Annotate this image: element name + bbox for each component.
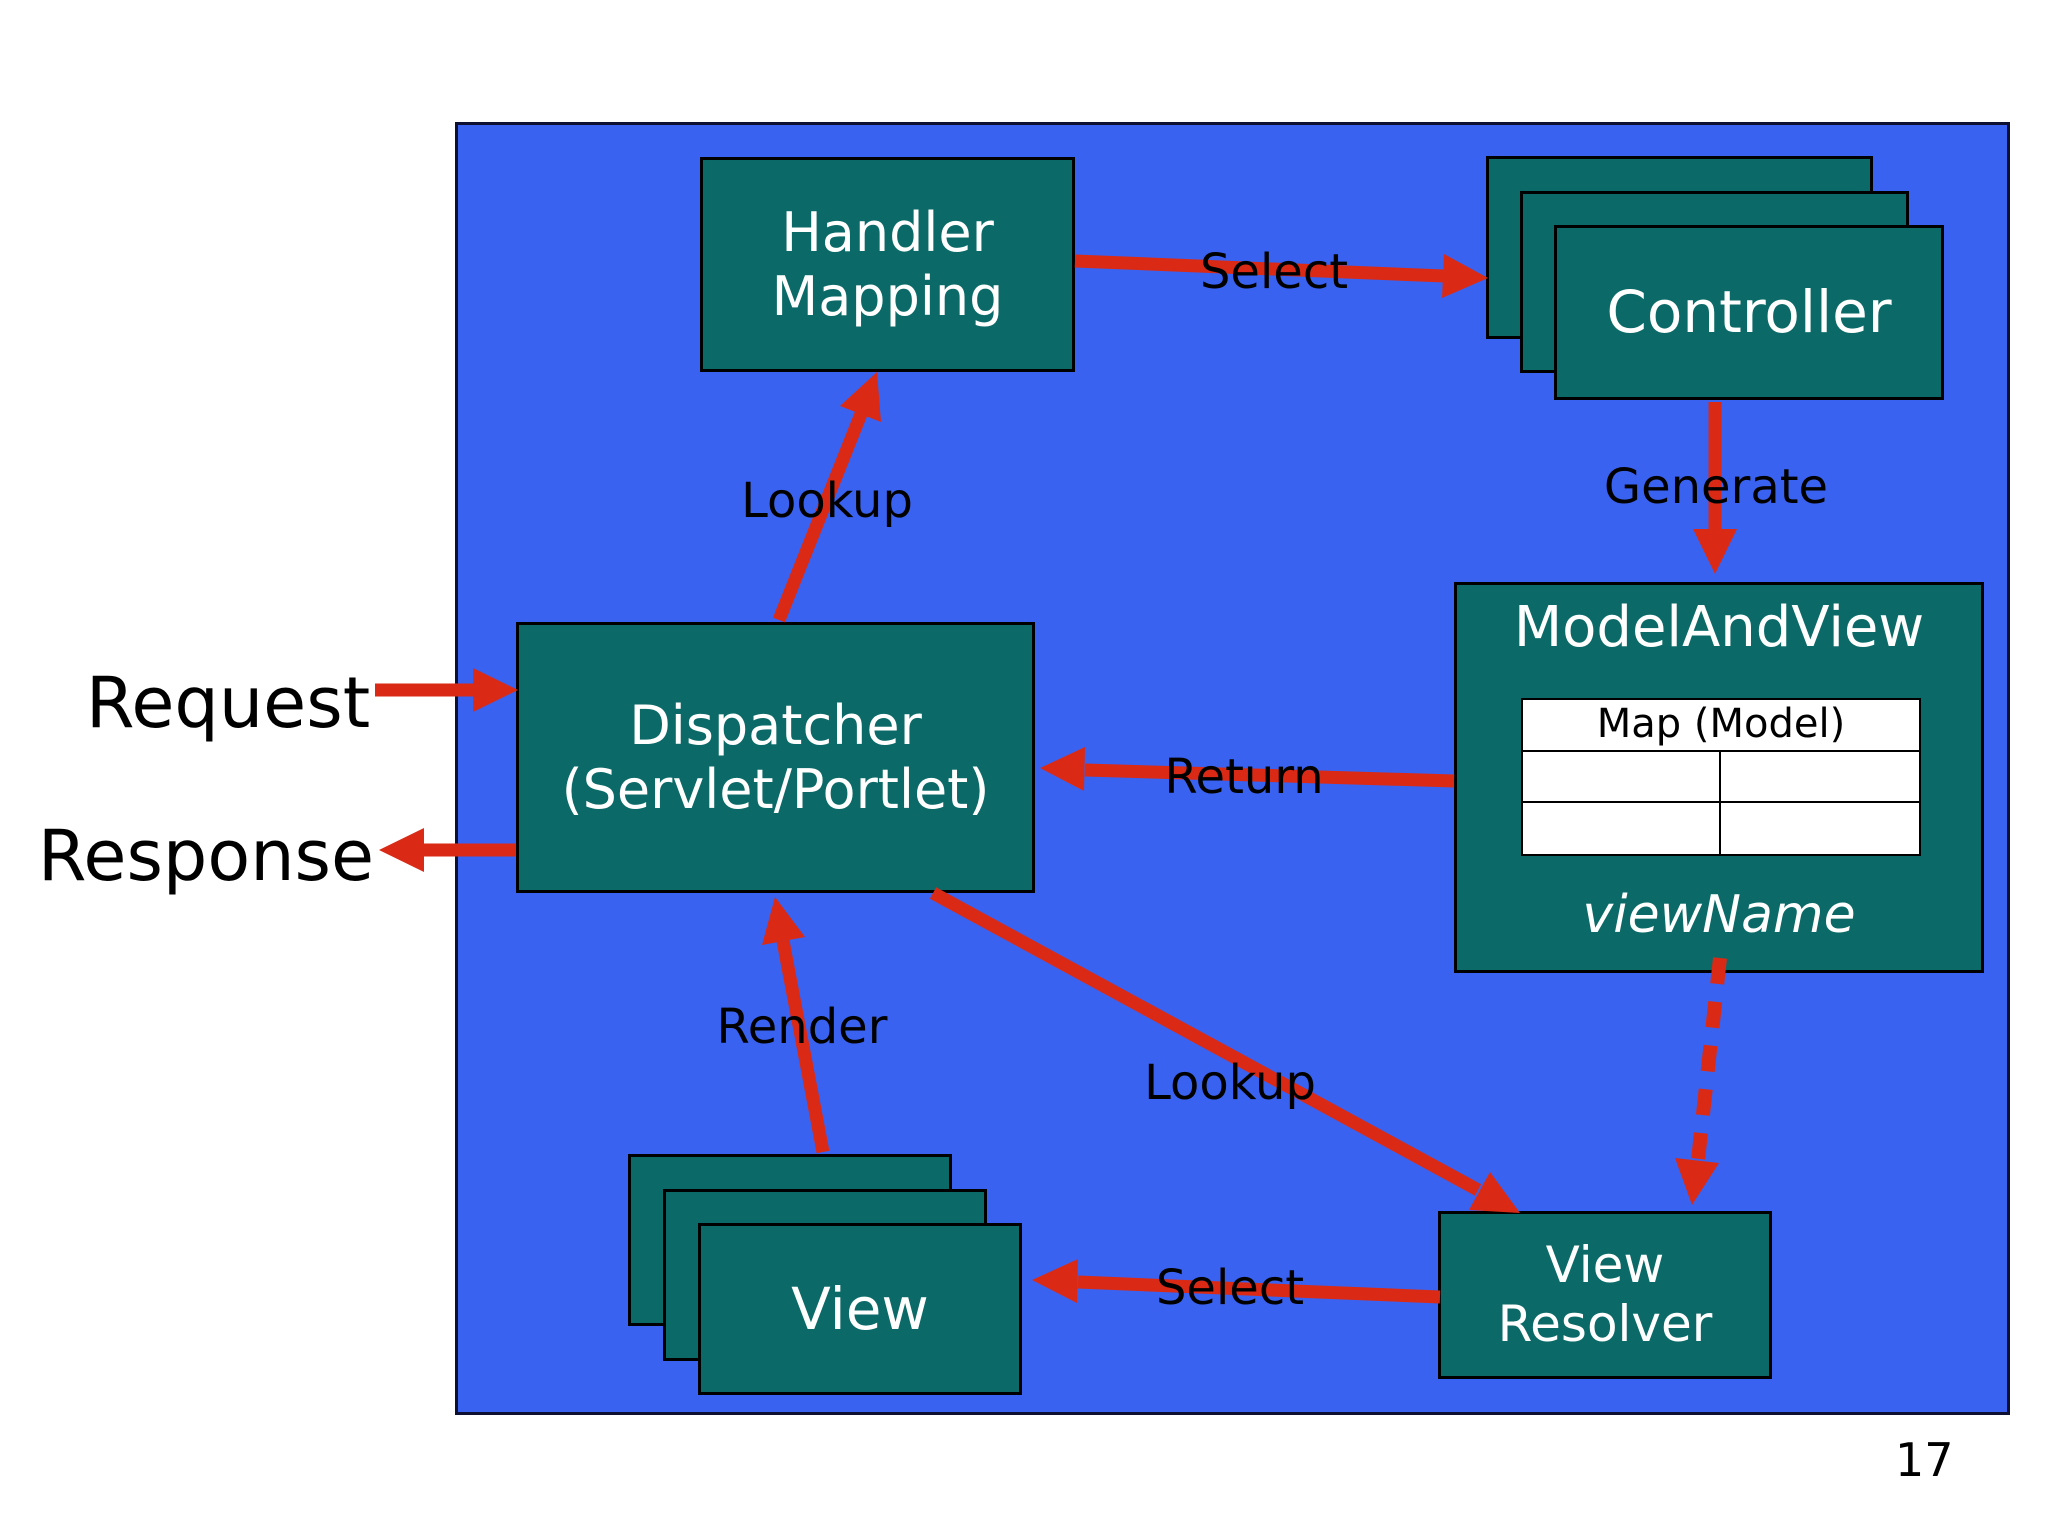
view-resolver-box: View Resolver <box>1438 1211 1772 1379</box>
model-map-cell <box>1523 752 1721 803</box>
view-label: View <box>791 1274 929 1343</box>
view-name-label: viewName <box>1582 885 1856 945</box>
model-map-table-header: Map (Model) <box>1523 700 1919 752</box>
model-map-cell <box>1523 803 1721 854</box>
render-label: Render <box>716 999 888 1055</box>
view-box: View <box>698 1223 1022 1395</box>
model-map-table-grid <box>1523 752 1919 854</box>
model-map-cell <box>1721 803 1919 854</box>
model-map-table: Map (Model) <box>1521 698 1921 856</box>
controller-box: Controller <box>1554 225 1944 400</box>
generate-label: Generate <box>1603 459 1829 515</box>
controller-label: Controller <box>1606 278 1892 347</box>
dispatcher-label-line2: (Servlet/Portlet) <box>561 757 990 821</box>
select-controller-label: Select <box>1199 244 1349 300</box>
page-number: 17 <box>1895 1433 1954 1487</box>
handler-mapping-box: Handler Mapping <box>700 157 1075 372</box>
request-label: Request <box>85 662 371 744</box>
dispatcher-label-line1: Dispatcher <box>629 693 922 757</box>
lookup-view-resolver-label: Lookup <box>1144 1055 1316 1111</box>
dispatcher-box: Dispatcher (Servlet/Portlet) <box>516 622 1035 893</box>
model-map-cell <box>1721 752 1919 803</box>
return-label: Return <box>1164 749 1324 805</box>
view-resolver-label-line2: Resolver <box>1497 1295 1713 1353</box>
handler-mapping-label-line2: Mapping <box>771 264 1004 328</box>
response-label: Response <box>37 815 375 897</box>
model-and-view-title: ModelAndView <box>1513 595 1925 660</box>
lookup-handler-label: Lookup <box>741 473 913 529</box>
select-view-label: Select <box>1155 1260 1305 1316</box>
handler-mapping-label-line1: Handler <box>781 200 994 264</box>
view-resolver-label-line1: View <box>1545 1236 1665 1294</box>
model-and-view-box: ModelAndView Map (Model) viewName <box>1454 582 1984 973</box>
